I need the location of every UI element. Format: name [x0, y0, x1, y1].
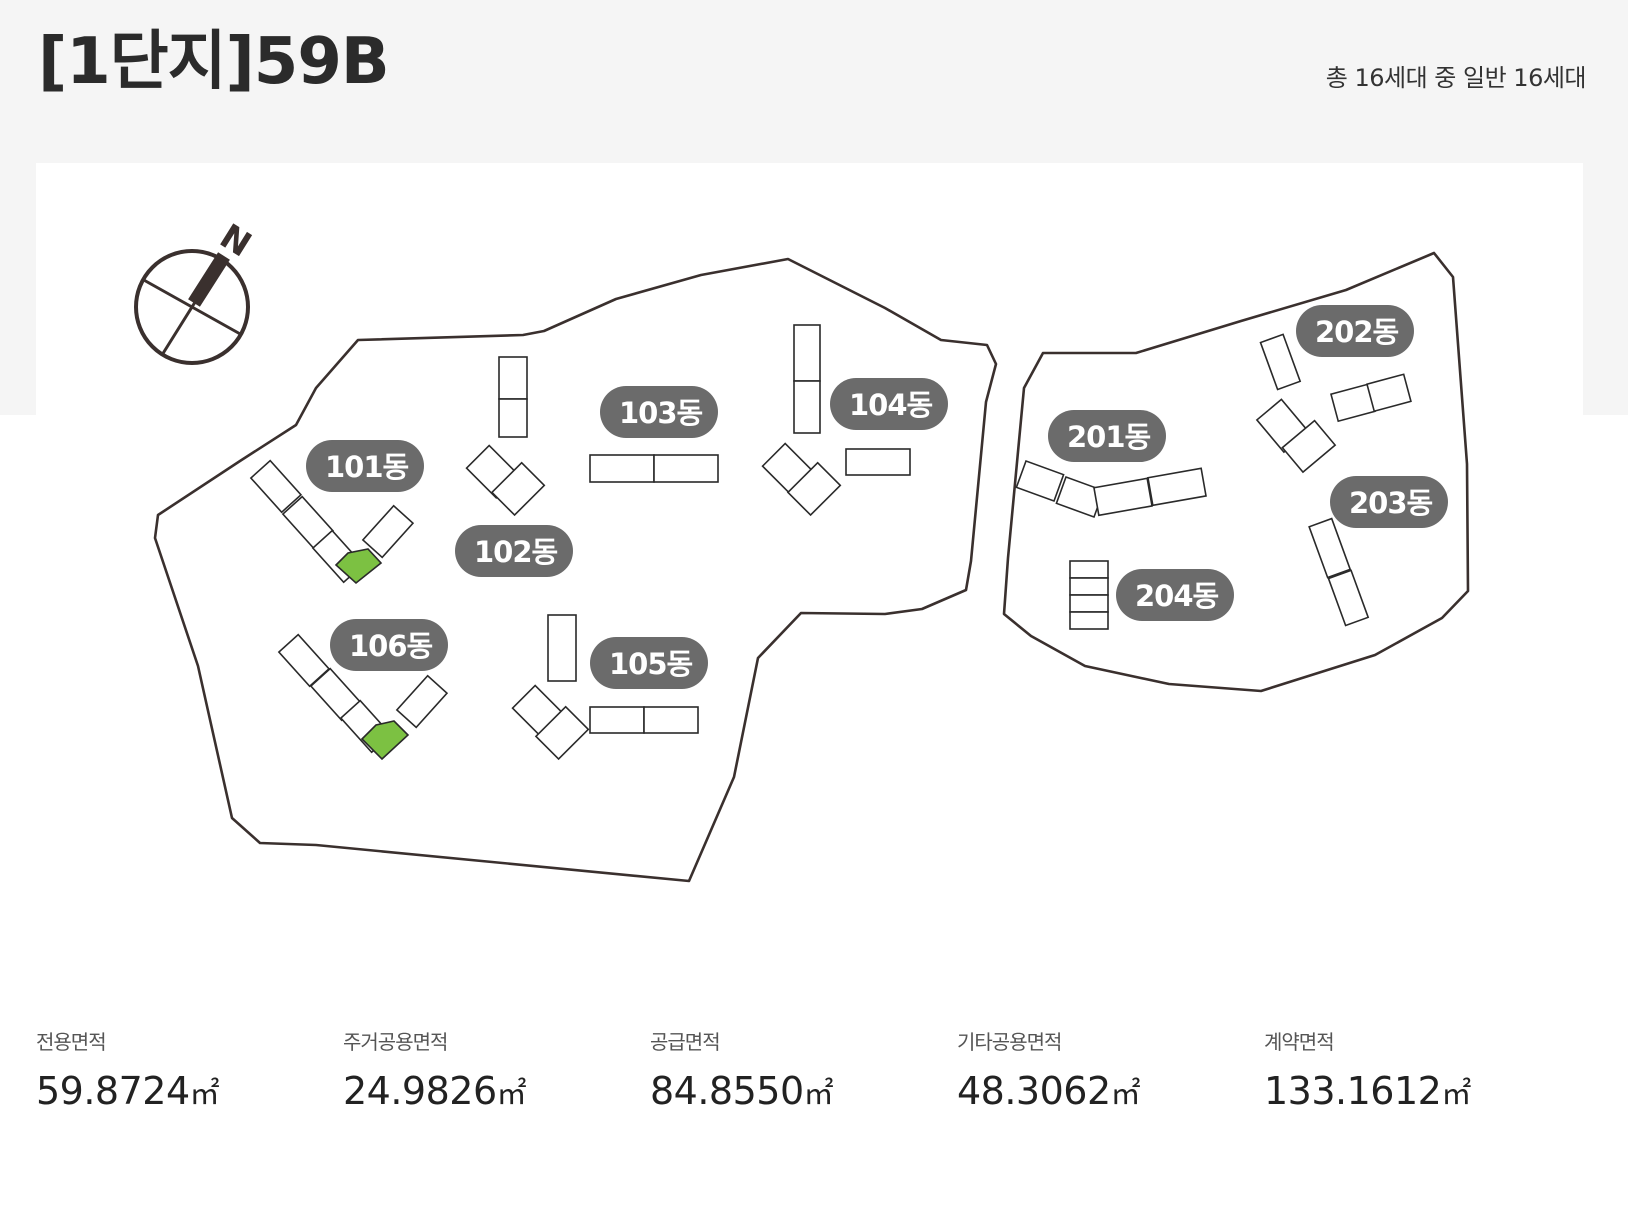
svg-text:202동: 202동: [1315, 315, 1399, 349]
building-106-units: [277, 633, 449, 761]
area-label: 주거공용면적: [343, 1030, 448, 1054]
building-204-units: [1069, 560, 1109, 630]
svg-text:201동: 201동: [1067, 420, 1151, 454]
area-supply: 공급면적 84.8550㎡: [650, 1026, 834, 1113]
building-201-units: [1015, 459, 1207, 519]
building-202-units: [1255, 333, 1412, 474]
svg-text:102동: 102동: [474, 535, 558, 569]
building-105-units: [511, 614, 699, 761]
building-label-101[interactable]: 101동: [306, 440, 424, 492]
area-exclusive: 전용면적 59.8724㎡: [36, 1026, 220, 1113]
page-title: [1단지]59B: [38, 25, 390, 99]
building-label-203[interactable]: 203동: [1330, 476, 1448, 528]
compass-icon: N: [134, 217, 258, 365]
area-value: 59.8724㎡: [36, 1069, 220, 1113]
svg-text:105동: 105동: [609, 647, 693, 681]
svg-text:106동: 106동: [349, 629, 433, 663]
building-label-204[interactable]: 204동: [1116, 569, 1234, 621]
unit-summary: 총 16세대 중 일반 16세대: [1325, 64, 1587, 92]
selected-unit-101: [334, 548, 383, 585]
building-label-104[interactable]: 104동: [830, 378, 948, 430]
site-map-svg: N: [134, 217, 1470, 883]
area-value: 24.9826㎡: [343, 1069, 527, 1113]
area-label: 기타공용면적: [957, 1030, 1062, 1054]
svg-text:203동: 203동: [1349, 486, 1433, 520]
site-map: N: [36, 163, 1583, 893]
building-label-202[interactable]: 202동: [1296, 305, 1414, 357]
area-contract: 계약면적 133.1612㎡: [1264, 1026, 1471, 1113]
complex-1-boundary: [153, 257, 998, 883]
selected-unit-106: [360, 720, 410, 761]
building-label-102[interactable]: 102동: [455, 525, 573, 577]
area-label: 계약면적: [1264, 1030, 1335, 1054]
area-other-common: 기타공용면적 48.3062㎡: [957, 1026, 1141, 1113]
svg-text:104동: 104동: [849, 388, 933, 422]
area-value: 133.1612㎡: [1264, 1069, 1471, 1113]
svg-text:204동: 204동: [1135, 579, 1219, 613]
area-residential-common: 주거공용면적 24.9826㎡: [343, 1026, 527, 1113]
building-label-201[interactable]: 201동: [1048, 410, 1166, 462]
area-label: 공급면적: [650, 1030, 721, 1054]
building-104-units: [761, 324, 911, 517]
area-label: 전용면적: [36, 1030, 107, 1054]
building-102-units: [465, 356, 546, 517]
building-label-106[interactable]: 106동: [330, 619, 448, 671]
building-label-103[interactable]: 103동: [600, 386, 718, 438]
area-summary: 전용면적 59.8724㎡ 주거공용면적 24.9826㎡ 공급면적 84.85…: [36, 1026, 1583, 1126]
building-label-105[interactable]: 105동: [590, 637, 708, 689]
area-value: 48.3062㎡: [957, 1069, 1141, 1113]
building-203-units: [1308, 517, 1370, 627]
area-value: 84.8550㎡: [650, 1069, 834, 1113]
svg-text:103동: 103동: [619, 396, 703, 430]
svg-text:101동: 101동: [325, 450, 409, 484]
building-103-units: [589, 454, 719, 483]
building-101-units: [249, 459, 415, 585]
